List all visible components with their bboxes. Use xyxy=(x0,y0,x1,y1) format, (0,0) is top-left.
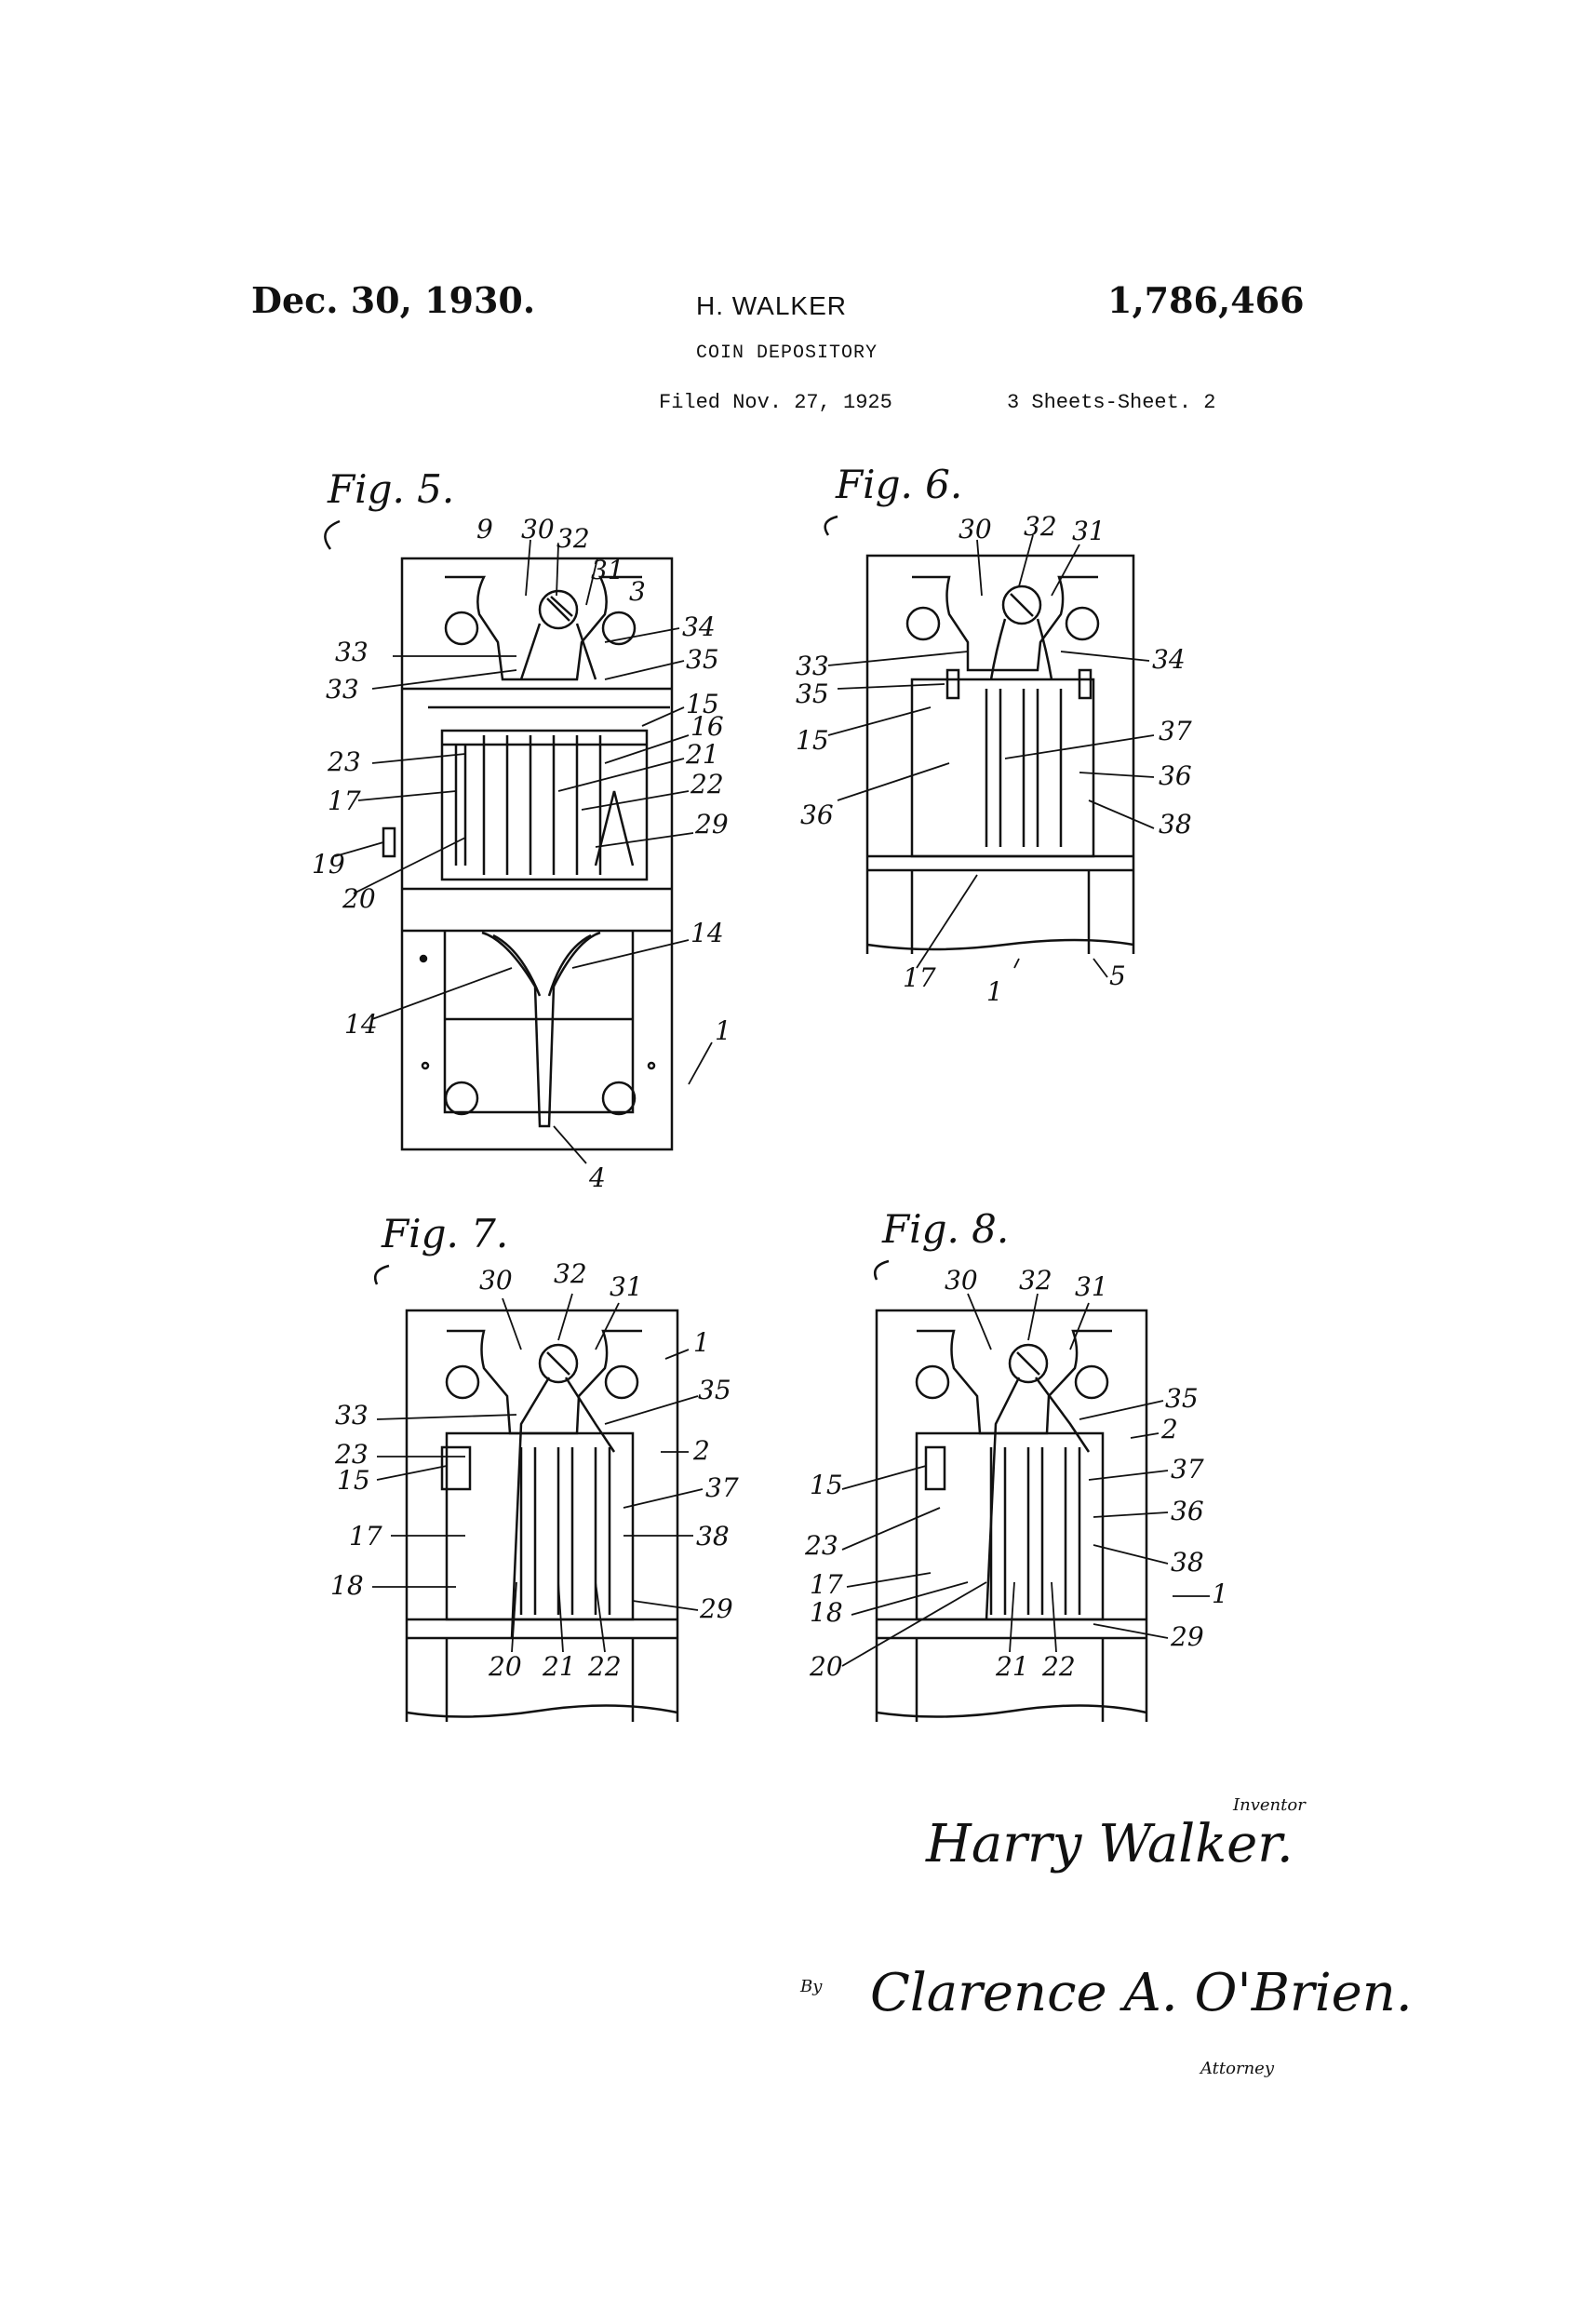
fig8-ref: 29 xyxy=(1170,1621,1204,1652)
fig8-ref: 17 xyxy=(810,1569,843,1600)
fig6-ref: 5 xyxy=(1109,960,1126,991)
fig5-ref: 4 xyxy=(588,1162,606,1193)
fig7-ref: 2 xyxy=(692,1435,710,1466)
fig8-ref: 35 xyxy=(1165,1383,1199,1414)
fig7-ref: 17 xyxy=(349,1521,382,1552)
fig6-ref: 30 xyxy=(959,514,992,544)
fig7-ref: 35 xyxy=(698,1375,731,1405)
fig6-ref: 35 xyxy=(796,678,829,709)
fig5-ref: 33 xyxy=(335,637,369,667)
fig5-ref: 19 xyxy=(312,849,345,880)
fig6-ref: 31 xyxy=(1072,516,1106,546)
fig8-ref: 15 xyxy=(810,1470,843,1500)
fig6-ref: 15 xyxy=(796,725,829,756)
attorney-signature: Clarence A. O'Brien. xyxy=(870,1963,1413,2023)
inventor-caption: Inventor xyxy=(1232,1795,1307,1815)
fig6-label: Fig. 6. xyxy=(835,462,962,507)
inventor-signature: Harry Walker. xyxy=(925,1814,1294,1874)
fig6-ref: 36 xyxy=(1159,760,1192,791)
fig7-label: Fig. 7. xyxy=(381,1211,508,1256)
fig5-ref: 21 xyxy=(685,739,719,770)
fig5-ref: 9 xyxy=(476,514,493,544)
fig7-ref: 29 xyxy=(699,1593,733,1624)
fig8-ref: 21 xyxy=(995,1651,1029,1682)
fig5-ref: 31 xyxy=(591,555,624,585)
fig5-ref: 1 xyxy=(715,1015,731,1046)
fig7-ref: 1 xyxy=(693,1327,710,1358)
fig6-ref: 36 xyxy=(800,799,834,830)
fig7-ref: 33 xyxy=(335,1400,369,1431)
fig5-ref: 3 xyxy=(629,576,646,607)
fig5-ref: 29 xyxy=(694,809,729,840)
signature-block: Inventor Harry Walker. By Clarence A. O'… xyxy=(799,1795,1413,2078)
fig7-ref: 32 xyxy=(554,1258,587,1289)
fig6-ref: 33 xyxy=(796,651,829,681)
fig7-ref: 37 xyxy=(705,1472,739,1503)
fig6-ref: 1 xyxy=(986,976,1003,1007)
figure-6: Fig. 6. xyxy=(824,462,1155,978)
fig7-ref: 23 xyxy=(334,1439,369,1470)
fig5-ref: 34 xyxy=(682,611,716,642)
fig5-ref: 32 xyxy=(556,523,590,554)
fig8-label: Fig. 8. xyxy=(881,1206,1009,1252)
by-caption: By xyxy=(799,1977,823,1996)
fig6-ref: 38 xyxy=(1159,809,1192,840)
fig5-ref: 22 xyxy=(690,769,724,799)
fig5-ref: 20 xyxy=(342,883,376,914)
fig5-ref: 33 xyxy=(326,674,359,705)
fig5-ref: 15 xyxy=(686,689,719,719)
fig6-ref: 32 xyxy=(1024,511,1057,542)
fig8-ref: 22 xyxy=(1041,1651,1076,1682)
reference-numerals: 9 30 32 31 3 34 35 15 16 21 22 29 33 33 … xyxy=(312,511,1228,1682)
fig6-ref: 17 xyxy=(903,962,936,993)
fig7-ref: 30 xyxy=(479,1265,513,1296)
fig5-ref: 14 xyxy=(690,918,724,948)
fig5-ref: 23 xyxy=(327,746,361,777)
fig7-ref: 22 xyxy=(587,1651,622,1682)
fig5-ref: 30 xyxy=(521,514,555,544)
filed-date: Filed Nov. 27, 1925 xyxy=(659,391,892,414)
figure-8: Fig. 8. xyxy=(841,1206,1210,1722)
attorney-caption: Attorney xyxy=(1199,2059,1275,2078)
fig8-ref: 38 xyxy=(1171,1547,1204,1578)
fig7-ref: 38 xyxy=(696,1521,730,1552)
figure-7: Fig. 7. xyxy=(372,1211,704,1722)
fig5-ref: 35 xyxy=(686,644,719,675)
fig6-ref: 34 xyxy=(1152,644,1186,675)
fig8-ref: 18 xyxy=(810,1597,843,1628)
sheet-count: 3 Sheets-Sheet. 2 xyxy=(1007,391,1216,414)
fig8-ref: 30 xyxy=(945,1265,978,1296)
fig6-ref: 37 xyxy=(1159,716,1192,746)
fig8-ref: 2 xyxy=(1160,1414,1178,1444)
fig5-label: Fig. 5. xyxy=(327,466,454,512)
fig5-ref: 14 xyxy=(344,1009,378,1040)
figure-5: Fig. 5. xyxy=(324,466,713,1164)
fig8-ref: 31 xyxy=(1075,1271,1108,1302)
fig8-ref: 37 xyxy=(1171,1454,1204,1484)
fig8-ref: 32 xyxy=(1019,1265,1052,1296)
fig7-ref: 18 xyxy=(330,1570,364,1601)
fig5-ref: 17 xyxy=(328,786,361,816)
fig8-ref: 20 xyxy=(809,1651,843,1682)
fig8-ref: 1 xyxy=(1212,1578,1228,1609)
fig7-ref: 21 xyxy=(542,1651,576,1682)
patent-date: Dec. 30, 1930. xyxy=(251,279,536,321)
fig5-ref: 16 xyxy=(690,711,724,742)
fig8-ref: 36 xyxy=(1171,1496,1204,1526)
patent-title: COIN DEPOSITORY xyxy=(696,343,878,364)
fig7-ref: 31 xyxy=(610,1271,643,1302)
inventor-name-header: H. WALKER xyxy=(696,291,847,320)
fig7-ref: 15 xyxy=(337,1465,370,1496)
patent-number: 1,786,466 xyxy=(1107,279,1305,321)
fig7-ref: 20 xyxy=(488,1651,522,1682)
fig8-ref: 23 xyxy=(804,1530,838,1561)
